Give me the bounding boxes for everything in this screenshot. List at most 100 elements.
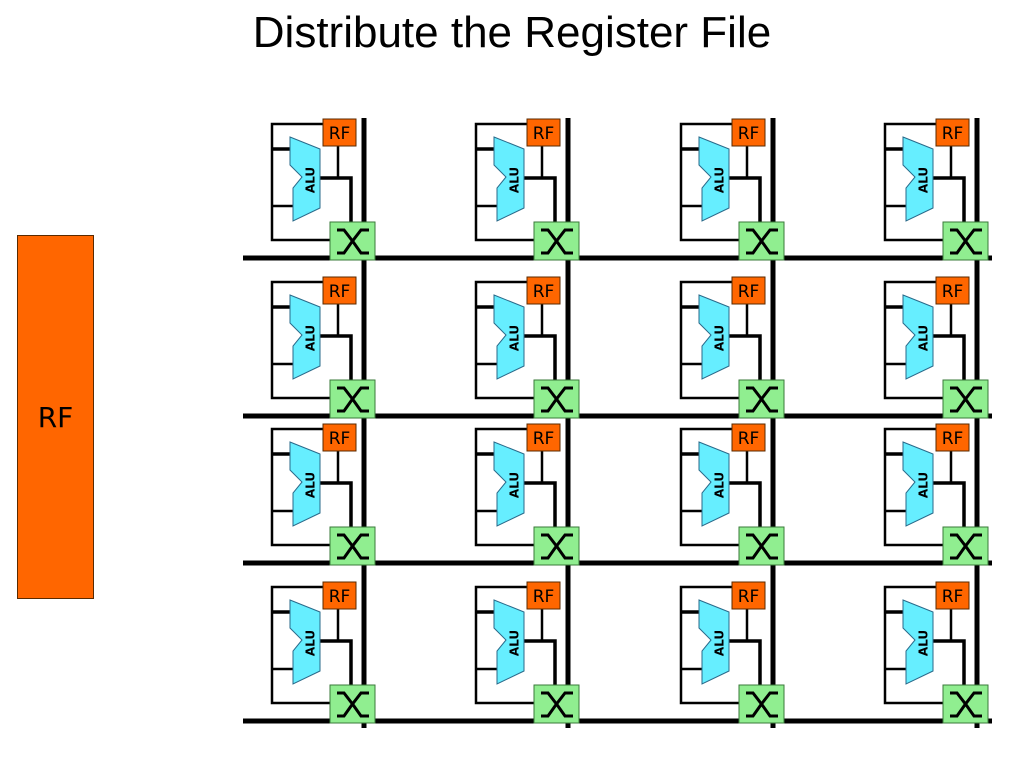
crossbar-switch-icon-bottom (746, 543, 778, 560)
alu-label: ALU (304, 472, 318, 498)
register-file-label: RF (942, 282, 964, 302)
register-file-label: RF (738, 587, 760, 607)
crossbar-switch-icon (746, 386, 778, 413)
crossbar-switch-icon (337, 533, 369, 560)
crossbar-switch-icon-bottom (746, 238, 778, 255)
tile-wire (270, 427, 330, 547)
register-file-label: RF (329, 124, 351, 144)
crossbar-switch-icon-bottom (541, 238, 573, 255)
crossbar-switch-icon (950, 691, 982, 718)
alu-label: ALU (713, 472, 727, 498)
crossbar-switch-icon (541, 228, 573, 255)
alu-output-wire (933, 639, 966, 687)
alu-label: ALU (508, 167, 522, 193)
alu-shape (902, 599, 934, 685)
alu-output-wire (933, 334, 966, 382)
alu-shape (289, 599, 321, 685)
alu-shape (289, 294, 321, 380)
alu-output-wire (524, 639, 557, 687)
alu-output-wire (729, 334, 762, 382)
alu-label: ALU (713, 167, 727, 193)
alu-label: ALU (304, 167, 318, 193)
tile-wire (474, 280, 534, 400)
tile-wire (270, 122, 330, 242)
alu-output-wire (320, 334, 353, 382)
crossbar-switch-icon (950, 386, 982, 413)
crossbar-switch-icon-bottom (337, 396, 369, 413)
register-file-label: RF (942, 429, 964, 449)
alu-output-wire (524, 176, 557, 224)
alu-output-wire (933, 481, 966, 529)
register-file-label: RF (942, 124, 964, 144)
register-file-box (731, 581, 766, 610)
register-file-box (731, 276, 766, 305)
register-file-label: RF (329, 429, 351, 449)
tile-wire (679, 122, 739, 242)
alu-shape (902, 136, 934, 222)
register-file-label: RF (533, 282, 555, 302)
alu-shape (289, 136, 321, 222)
crossbar-switch-icon-bottom (950, 396, 982, 413)
alu-output-wire (320, 639, 353, 687)
register-file-box (731, 423, 766, 452)
alu-output-wire (729, 176, 762, 224)
register-file-label: RF (533, 124, 555, 144)
register-file-label: RF (738, 124, 760, 144)
crossbar-switch-icon (746, 228, 778, 255)
alu-output-wire (729, 481, 762, 529)
alu-label: ALU (917, 167, 931, 193)
alu-label: ALU (917, 630, 931, 656)
alu-label: ALU (917, 472, 931, 498)
alu-output-wire (933, 176, 966, 224)
crossbar-switch-icon (541, 533, 573, 560)
tile-wire (679, 427, 739, 547)
tile-wire (270, 280, 330, 400)
tile: ALU RF (270, 423, 376, 566)
alu-shape (493, 136, 525, 222)
alu-label: ALU (508, 472, 522, 498)
alu-shape (698, 441, 730, 527)
register-file-box (322, 423, 357, 452)
crossbar-switch-icon-bottom (746, 701, 778, 718)
tile-wire (474, 585, 534, 705)
tile-wire (883, 122, 943, 242)
alu-shape (493, 294, 525, 380)
register-file-box (731, 118, 766, 147)
alu-output-wire (320, 176, 353, 224)
tile-wire (883, 427, 943, 547)
crossbar-switch-icon-bottom (337, 701, 369, 718)
alu-shape (698, 136, 730, 222)
register-file-label: RF (738, 282, 760, 302)
alu-shape (289, 441, 321, 527)
register-file-label: RF (329, 587, 351, 607)
tile-wire (474, 122, 534, 242)
alu-label: ALU (508, 630, 522, 656)
crossbar-switch-icon (541, 386, 573, 413)
tile-wire (883, 585, 943, 705)
crossbar-switch-icon-bottom (541, 396, 573, 413)
crossbar-switch-icon-bottom (746, 396, 778, 413)
register-file-box (935, 581, 970, 610)
register-file-box (526, 276, 561, 305)
register-file-box (526, 118, 561, 147)
alu-shape (493, 441, 525, 527)
crossbar-switch-icon (337, 691, 369, 718)
crossbar-switch-icon (541, 691, 573, 718)
tile: ALU RF (679, 118, 785, 261)
crossbar-switch-icon-bottom (541, 701, 573, 718)
tile-wire (474, 427, 534, 547)
alu-output-wire (524, 481, 557, 529)
crossbar-switch-icon-bottom (541, 543, 573, 560)
tile: ALU RF (270, 118, 376, 261)
centralized-register-file: RF (17, 235, 94, 599)
tile-wire (679, 585, 739, 705)
register-file-box (322, 118, 357, 147)
